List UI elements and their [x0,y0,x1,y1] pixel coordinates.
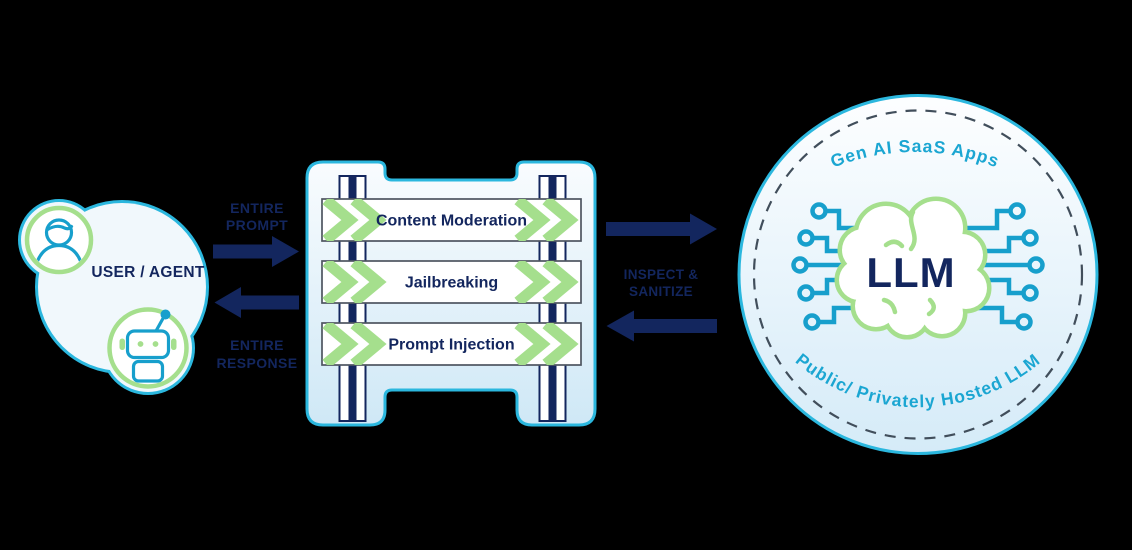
llm-circle: Gen AI SaaS Apps [737,94,1099,455]
prompt-flow: ENTIRE PROMPT ENTIRE RESPONSE [213,200,299,371]
entire-prompt-label-line2: PROMPT [226,217,288,233]
inspect-sanitize-label-line1: INSPECT & [624,267,699,282]
filter-label: Prompt Injection [388,337,514,354]
inspect-flow: INSPECT & SANITIZE [606,213,717,342]
user-ring [24,205,94,275]
user-agent-cloud: USER / AGENT [18,199,209,395]
entire-response-arrow [214,287,299,318]
from-llm-arrow [606,310,717,342]
entire-response-label-line1: ENTIRE [230,337,284,353]
chevron-right-icons [322,323,579,365]
chevron-right-icons [322,261,579,303]
filter-bar-content-moderation: Content Moderation [321,198,582,242]
llm-core-label: LLM [866,249,955,296]
robot-icon [107,307,189,389]
user-agent-label: USER / AGENT [91,264,204,281]
robot-antenna-dot [160,309,171,320]
entire-response-label-line2: RESPONSE [217,355,298,371]
dashed-ring [752,109,1084,440]
inspect-sanitize-label-line2: SANITIZE [629,284,693,299]
filter-label: Jailbreaking [405,275,498,292]
filter-bar-prompt-injection: Prompt Injection [321,322,582,366]
filter-label: Content Moderation [376,213,527,230]
entire-prompt-arrow [213,236,299,267]
user-icon [24,205,94,275]
filter-bar-jailbreaking: Jailbreaking [321,260,582,304]
ai-firewall: Content Moderation Jailbreaking Prompt I… [305,160,597,427]
to-llm-arrow [606,213,717,245]
brain-grooves [881,209,936,317]
brain-circuit-icon: LLM [791,196,1043,340]
brain-body [839,201,987,335]
chevron-right-icons [322,199,579,241]
entire-prompt-label-line1: ENTIRE [230,200,284,216]
